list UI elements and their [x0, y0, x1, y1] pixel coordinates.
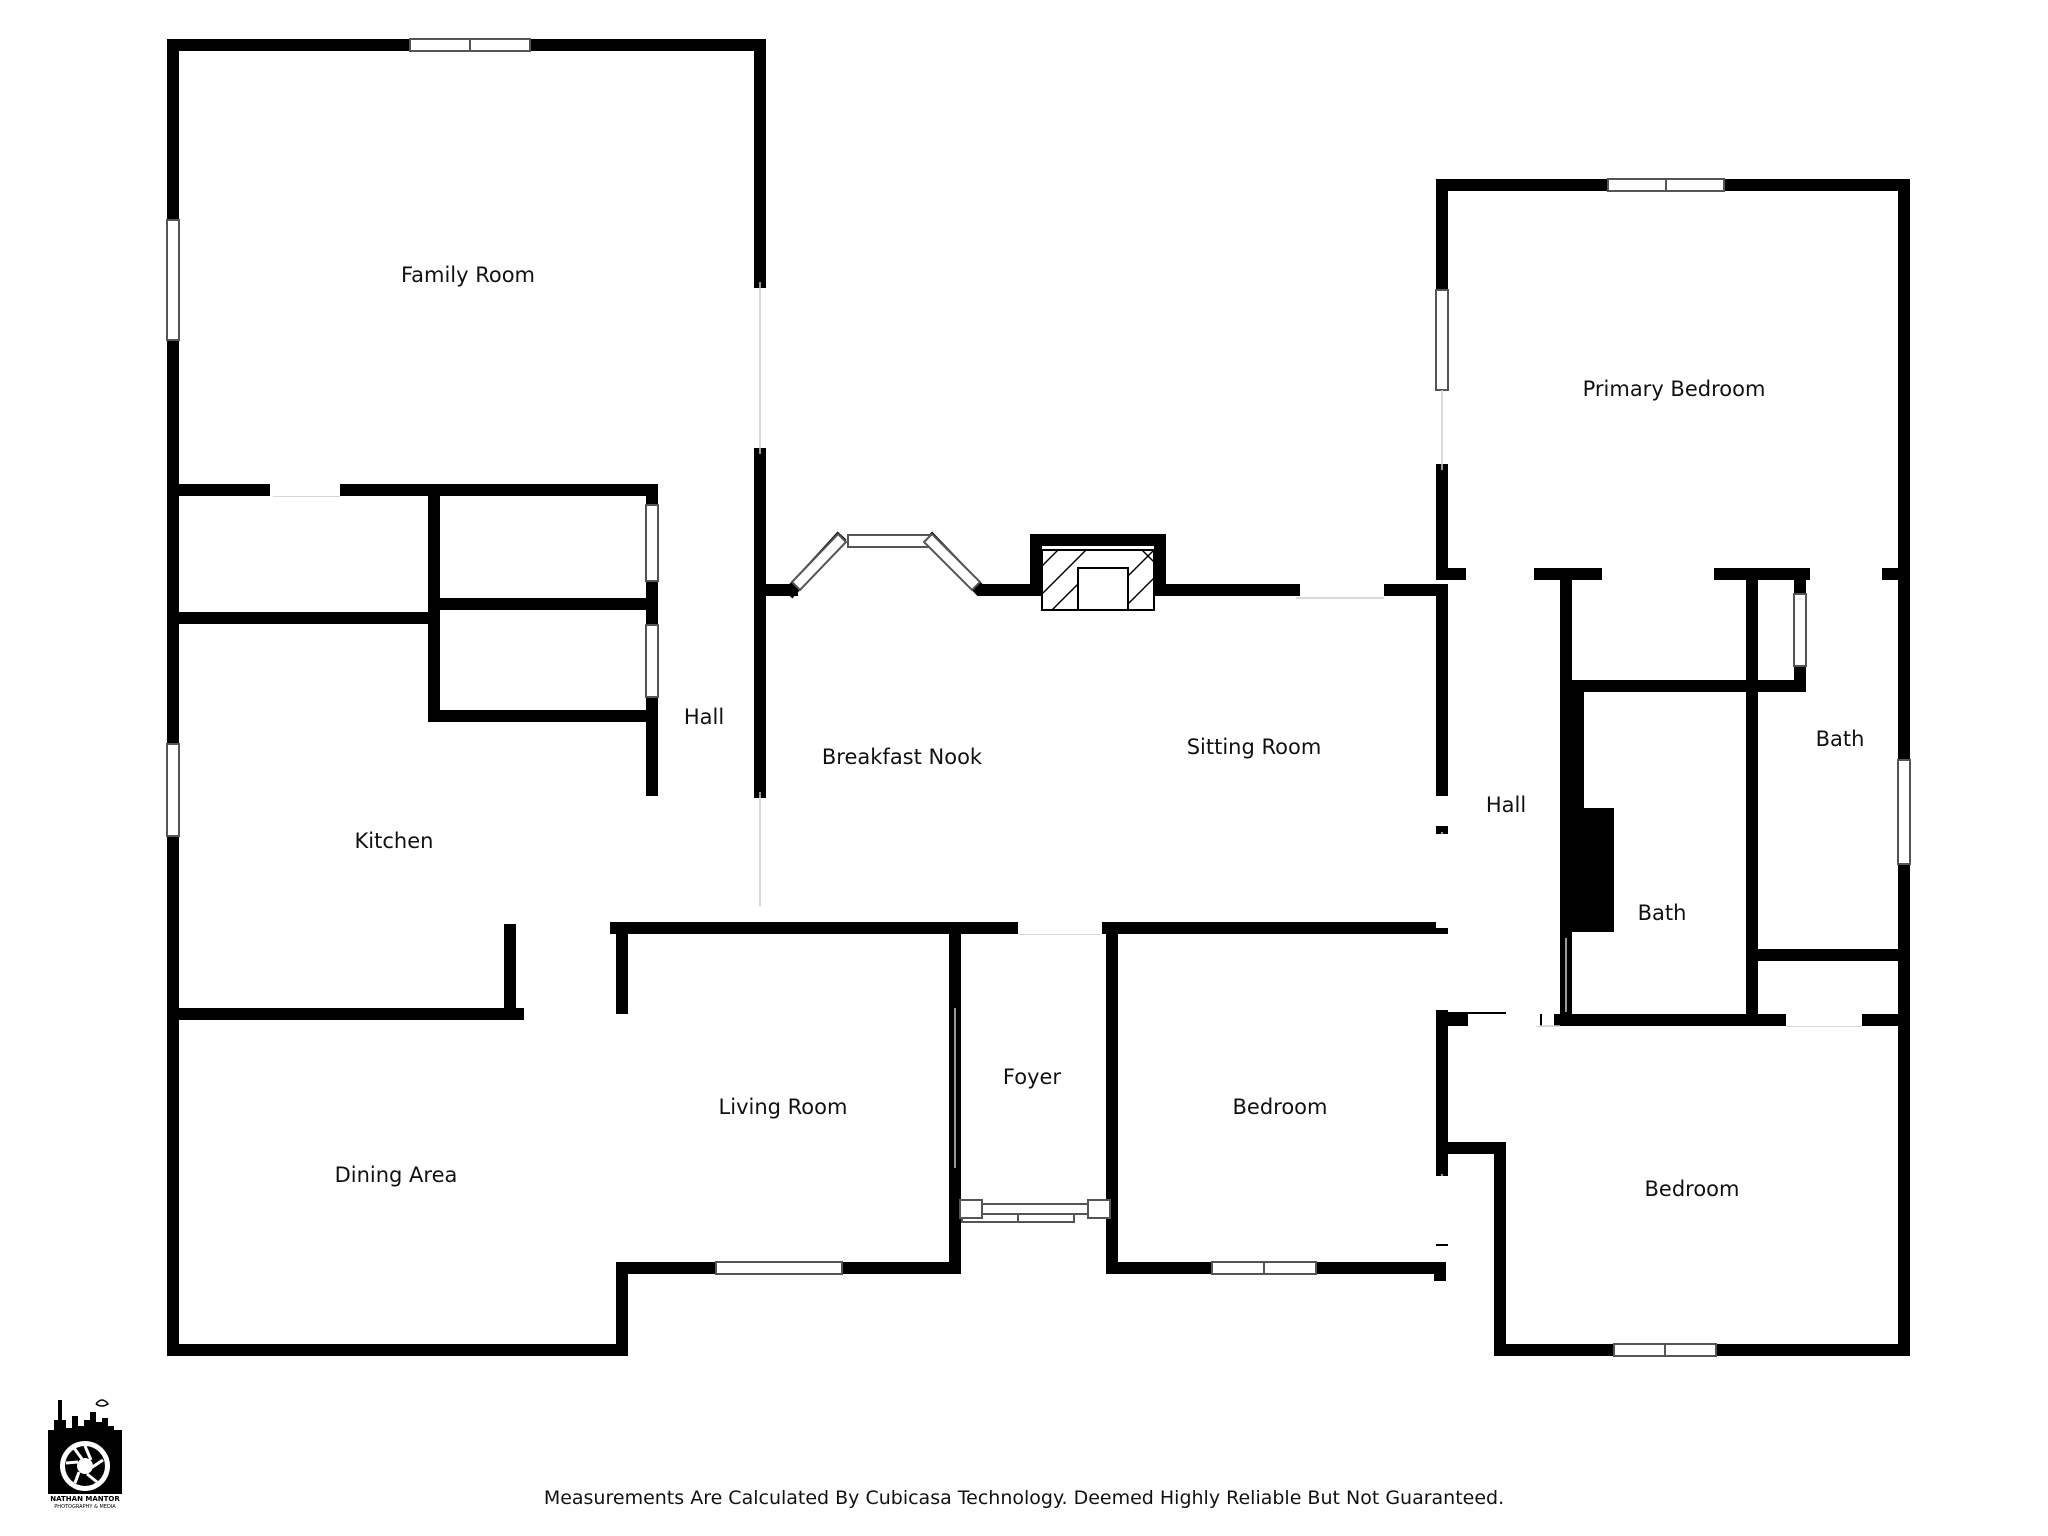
label-bedroom-right: Bedroom [1645, 1177, 1740, 1201]
walls [167, 39, 1910, 1356]
wall-gaps [270, 484, 1862, 1244]
label-bath-upper: Bath [1816, 727, 1865, 751]
label-sitting-room: Sitting Room [1187, 735, 1322, 759]
label-bath-lower: Bath [1638, 901, 1687, 925]
label-living-room: Living Room [719, 1095, 848, 1119]
label-breakfast-nook: Breakfast Nook [822, 745, 983, 769]
label-hall-left: Hall [684, 705, 724, 729]
logo-line1: NATHAN MANTOR [50, 1495, 120, 1503]
room-labels: Family Room Hall Kitchen Breakfast Nook … [335, 263, 1865, 1201]
label-family-room: Family Room [401, 263, 535, 287]
label-hall-right: Hall [1486, 793, 1526, 817]
closet-wall-block-2 [1562, 808, 1614, 932]
disclaimer-text: Measurements Are Calculated By Cubicasa … [543, 1487, 1505, 1509]
label-dining-area: Dining Area [335, 1163, 458, 1187]
entry-door [959, 1199, 1111, 1219]
camera-aperture-skyline-logo: NATHAN MANTOR PHOTOGRAPHY & MEDIA [48, 1399, 122, 1510]
label-kitchen: Kitchen [355, 829, 434, 853]
bay-windows [790, 532, 982, 592]
logo-line2: PHOTOGRAPHY & MEDIA [54, 1504, 116, 1510]
openings [273, 282, 1862, 1240]
label-foyer: Foyer [1003, 1065, 1062, 1089]
label-bedroom-center: Bedroom [1233, 1095, 1328, 1119]
label-primary-bedroom: Primary Bedroom [1583, 377, 1766, 401]
fireplace [1041, 549, 1155, 611]
